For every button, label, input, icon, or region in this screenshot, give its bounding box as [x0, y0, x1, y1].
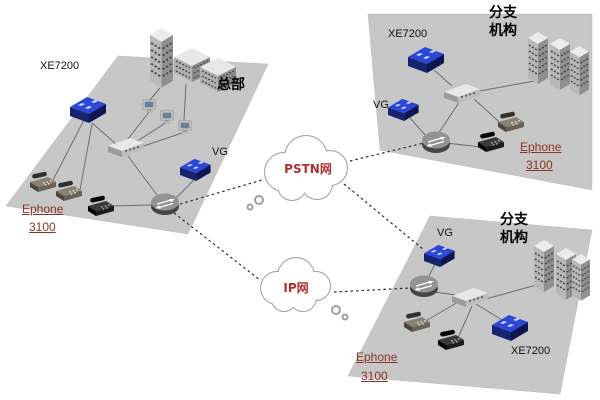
branch-top-building3-icon	[569, 45, 590, 97]
branch-bottom-ephone-label: Ephone	[356, 350, 398, 364]
branch-bottom-xe7200-label: XE7200	[511, 345, 551, 357]
hq-xe7200-label: XE7200	[40, 60, 80, 72]
branch-top-building1-icon	[527, 31, 549, 85]
hq-building-tower-icon	[149, 27, 174, 89]
branch-top-vg-label: VG	[373, 99, 389, 111]
wan-link-pstn-to-branch-bottom	[343, 183, 425, 251]
hq-vg-label: VG	[212, 146, 228, 158]
pstn-cloud-label: PSTN网	[284, 162, 332, 176]
branch-top-building2-icon	[549, 37, 571, 91]
branch-top-ephone-label: Ephone	[520, 140, 562, 154]
wan-link-ip-to-branch-bottom	[333, 287, 411, 293]
branch-bottom-site-label-line1: 分支	[500, 212, 528, 228]
hq-ephone-label: Ephone	[22, 202, 64, 216]
branch-top-site-label-line1: 分支	[489, 5, 517, 21]
branch-bottom-router-icon	[409, 274, 439, 298]
hq-site-label: 总部	[217, 77, 245, 93]
wan-links	[173, 142, 425, 293]
branch-top-router-icon	[421, 130, 451, 154]
hq-ephone-model-label: 3100	[29, 220, 56, 234]
branch-top-xe7200-label: XE7200	[388, 28, 428, 40]
ip-cloud-label: IP网	[283, 281, 309, 295]
branch-bottom-ephone-model-label: 3100	[361, 369, 388, 383]
branch-bottom-vg-label: VG	[437, 227, 453, 239]
branch-bottom-site-label-line2: 机构	[500, 230, 528, 246]
pstn-cloud	[246, 135, 348, 211]
ip-cloud	[260, 257, 349, 321]
branch-bottom-building1-icon	[533, 239, 555, 293]
branch-top-ephone-model-label: 3100	[526, 158, 553, 172]
branch-bottom-building3-icon	[571, 253, 591, 302]
wan-link-hq-to-ip	[173, 212, 261, 281]
hq-router-icon	[150, 192, 180, 216]
branch-top-site-label-line2: 机构	[489, 23, 517, 39]
branch-bottom-lan-links	[423, 261, 541, 339]
wan-link-pstn-to-branch-top	[349, 142, 425, 162]
